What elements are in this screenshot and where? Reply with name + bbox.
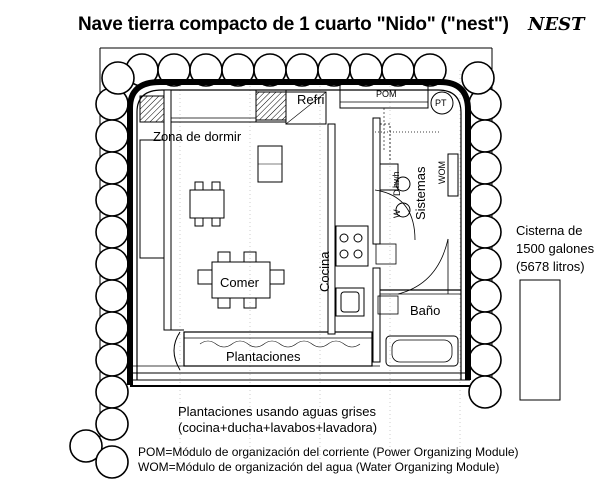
systems-equipment xyxy=(374,123,459,241)
tire-circle xyxy=(95,119,129,153)
tire-circle xyxy=(95,151,129,185)
interior-walls xyxy=(163,89,461,367)
tire-circle xyxy=(413,53,447,87)
cistern-shape xyxy=(519,279,561,401)
tire-circle xyxy=(95,311,129,345)
side-table xyxy=(189,181,225,227)
tire-circle xyxy=(468,375,502,409)
tire-circle xyxy=(468,151,502,185)
grid-lines xyxy=(179,70,461,470)
tire-circle xyxy=(461,61,495,95)
label-fridge: Refri xyxy=(297,92,325,107)
label-pt: PT xyxy=(435,98,447,108)
tire-circle xyxy=(95,445,129,479)
tire-circle xyxy=(95,215,129,249)
greywater-line2: (cocina+ducha+lavabos+lavadora) xyxy=(178,420,378,435)
tire-circle xyxy=(468,119,502,153)
tire-circle xyxy=(95,279,129,313)
rammed-earth-wall xyxy=(127,79,471,385)
bed-furniture xyxy=(139,139,283,259)
tire-circle xyxy=(95,247,129,281)
tire-circle xyxy=(95,343,129,377)
greywater-line1: Plantaciones usando aguas grises xyxy=(178,404,377,419)
tire-circle xyxy=(468,247,502,281)
label-sleeping-zone: Zona de dormir xyxy=(153,129,242,144)
label-pom: POM xyxy=(376,89,397,99)
tire-circle xyxy=(468,279,502,313)
label-dryer: D xyxy=(392,189,402,197)
legend-wom: WOM=Módulo de organización del agua (Wat… xyxy=(138,460,500,474)
hatched-areas xyxy=(139,91,287,123)
label-dining: Comer xyxy=(220,275,260,290)
label-systems: Sistemas xyxy=(413,166,428,220)
label-kitchen: Cocina xyxy=(317,251,332,292)
tire-circle xyxy=(468,183,502,217)
legend-pom: POM=Módulo de organización del corriente… xyxy=(138,445,519,459)
cistern-line3: (5678 litros) xyxy=(516,259,585,274)
pom-bay xyxy=(339,82,454,150)
diagram-title: Nave tierra compacto de 1 cuarto "Nido" … xyxy=(78,14,509,35)
nest-logo: NEST xyxy=(528,14,585,35)
dining-table xyxy=(197,251,285,309)
tire-circle xyxy=(468,215,502,249)
label-bathroom: Baño xyxy=(410,303,441,318)
label-hwh: hwh xyxy=(391,171,401,188)
tire-circle xyxy=(95,407,129,441)
planter-bed xyxy=(173,331,373,371)
cistern-line1: Cisterna de xyxy=(516,223,583,238)
tire-circle xyxy=(69,429,103,463)
tire-circle xyxy=(101,61,135,95)
tire-circle xyxy=(468,311,502,345)
tire-circle xyxy=(468,343,502,377)
label-plantings: Plantaciones xyxy=(226,349,301,364)
front-glazing xyxy=(130,365,470,387)
label-washer: W xyxy=(392,209,402,219)
label-wom: WOM xyxy=(437,161,447,184)
kitchen-appliances xyxy=(335,225,369,317)
cistern-line2: 1500 galones xyxy=(516,241,595,256)
tire-circle xyxy=(95,183,129,217)
tire-circle xyxy=(95,375,129,409)
